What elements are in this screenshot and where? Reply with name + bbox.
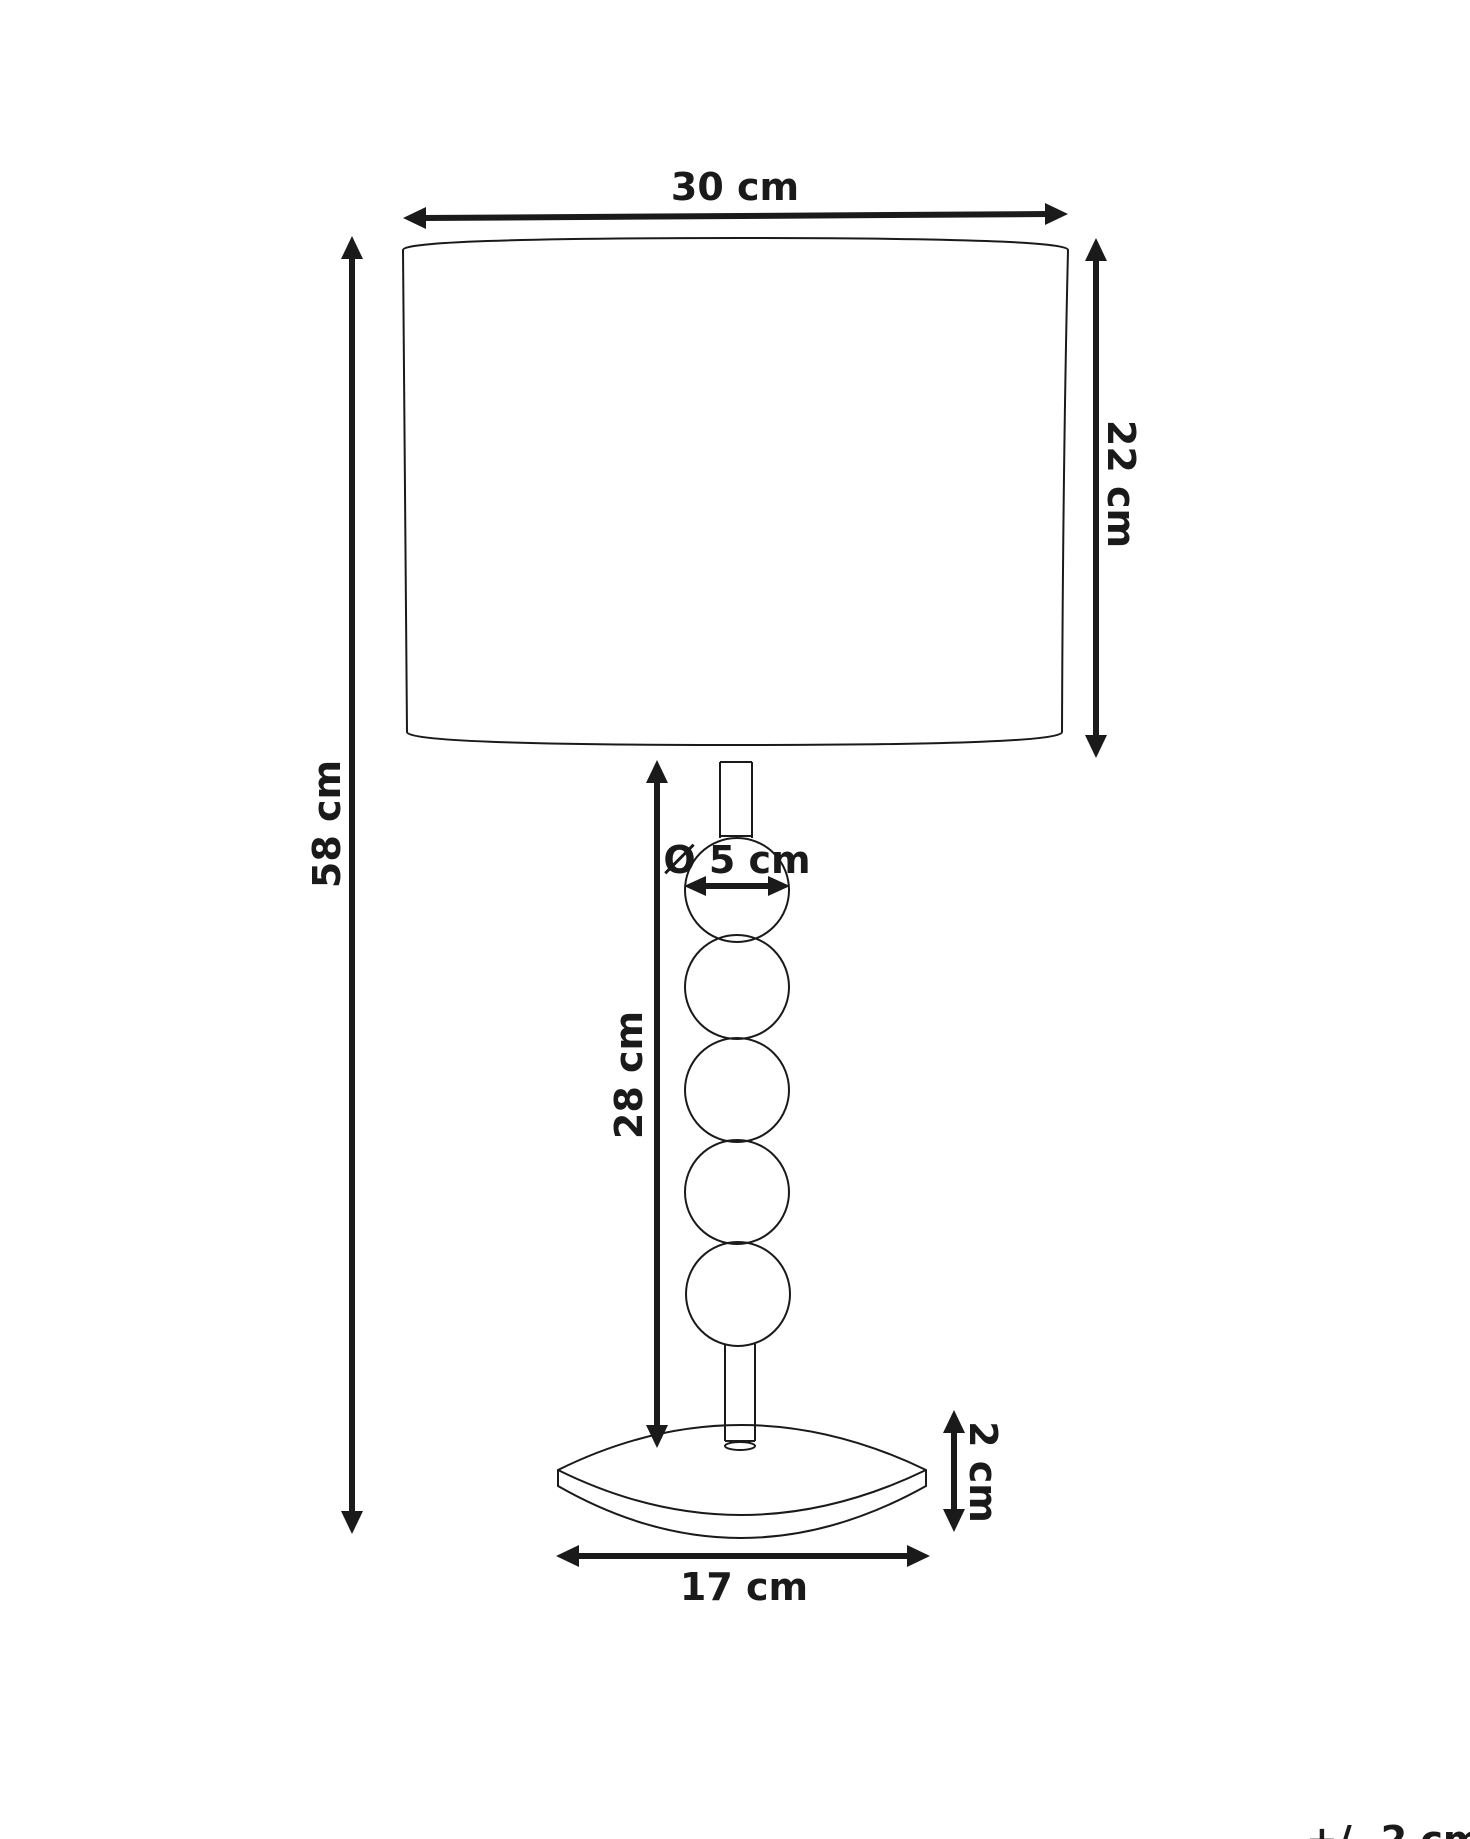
- ball-2: [684, 934, 790, 1040]
- label-base-width: 17 cm: [680, 1565, 808, 1609]
- ball-4: [684, 1139, 790, 1245]
- label-base-to-shade-height: 28 cm: [607, 1011, 651, 1139]
- upper-rod: [719, 761, 753, 838]
- ball-3: [684, 1037, 790, 1143]
- dim-stem-diameter: Ø 5 cm: [663, 838, 811, 896]
- dim-shade-height: 22 cm: [1085, 238, 1143, 758]
- ball-1: [684, 837, 790, 943]
- dim-base-to-shade-height: 28 cm: [607, 760, 668, 1448]
- label-stem-diameter: Ø 5 cm: [663, 838, 810, 882]
- lamp-base: [557, 1424, 927, 1539]
- dim-shade-width: 30 cm: [403, 165, 1068, 229]
- dim-total-height: 58 cm: [305, 236, 363, 1534]
- lower-rod: [724, 1344, 756, 1451]
- label-shade-height: 22 cm: [1099, 420, 1143, 548]
- dim-base-thickness: 2 cm: [943, 1410, 1005, 1532]
- label-base-thickness: 2 cm: [961, 1421, 1005, 1523]
- label-total-height: 58 cm: [305, 760, 349, 888]
- label-shade-width: 30 cm: [671, 165, 799, 209]
- stacked-balls: [684, 837, 791, 1347]
- lamp-shade: [401, 236, 1070, 747]
- tolerance-note: +/- 2 cm: [1306, 1818, 1470, 1839]
- ball-5: [685, 1241, 791, 1347]
- dim-base-width: 17 cm: [556, 1545, 930, 1609]
